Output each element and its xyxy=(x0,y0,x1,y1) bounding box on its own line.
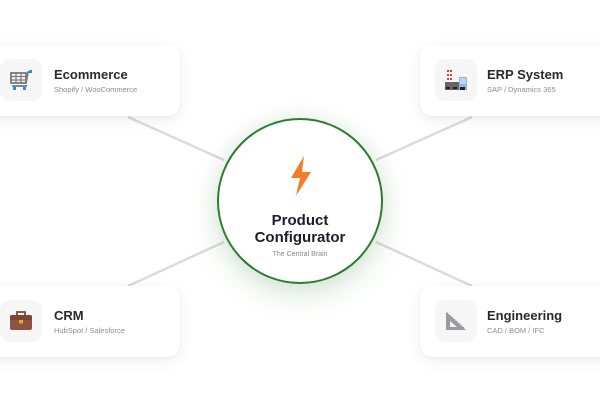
node-card-engineering[interactable]: Engineering CAD / BOM / IFC xyxy=(420,286,600,357)
node-card-ecommerce[interactable]: Ecommerce Shopify / WooCommerce xyxy=(0,45,180,116)
icon-box xyxy=(435,59,477,101)
triangular-ruler-icon xyxy=(446,312,466,330)
shopping-cart-icon xyxy=(10,70,32,90)
central-hub[interactable]: Product Configurator The Central Brain xyxy=(217,118,383,284)
connector-ecommerce xyxy=(127,115,225,162)
node-title: ERP System xyxy=(487,67,564,82)
connector-engineering xyxy=(375,240,473,288)
node-subtitle: SAP / Dynamics 365 xyxy=(487,85,556,94)
connector-crm xyxy=(127,240,225,288)
node-card-erp[interactable]: ERP System SAP / Dynamics 365 xyxy=(420,45,600,116)
icon-box xyxy=(0,300,42,342)
node-title: Engineering xyxy=(487,308,563,323)
factory-icon xyxy=(445,70,467,90)
hub-title: Product Configurator xyxy=(219,212,381,246)
hub-title-line1: Product xyxy=(271,212,329,229)
node-subtitle: HubSpot / Salesforce xyxy=(54,326,125,335)
icon-box xyxy=(0,59,42,101)
node-title: Ecommerce xyxy=(54,67,128,82)
node-subtitle: CAD / BOM / IFC xyxy=(487,326,545,335)
node-title: CRM xyxy=(54,308,84,323)
hub-title-line2: Configurator xyxy=(254,229,346,246)
node-card-crm[interactable]: CRM HubSpot / Salesforce xyxy=(0,286,180,357)
icon-box xyxy=(435,300,477,342)
briefcase-icon xyxy=(10,311,32,330)
hub-subtitle: The Central Brain xyxy=(272,251,328,258)
connector-erp xyxy=(375,115,473,162)
lightning-bolt-icon xyxy=(291,156,311,196)
node-subtitle: Shopify / WooCommerce xyxy=(54,85,138,94)
